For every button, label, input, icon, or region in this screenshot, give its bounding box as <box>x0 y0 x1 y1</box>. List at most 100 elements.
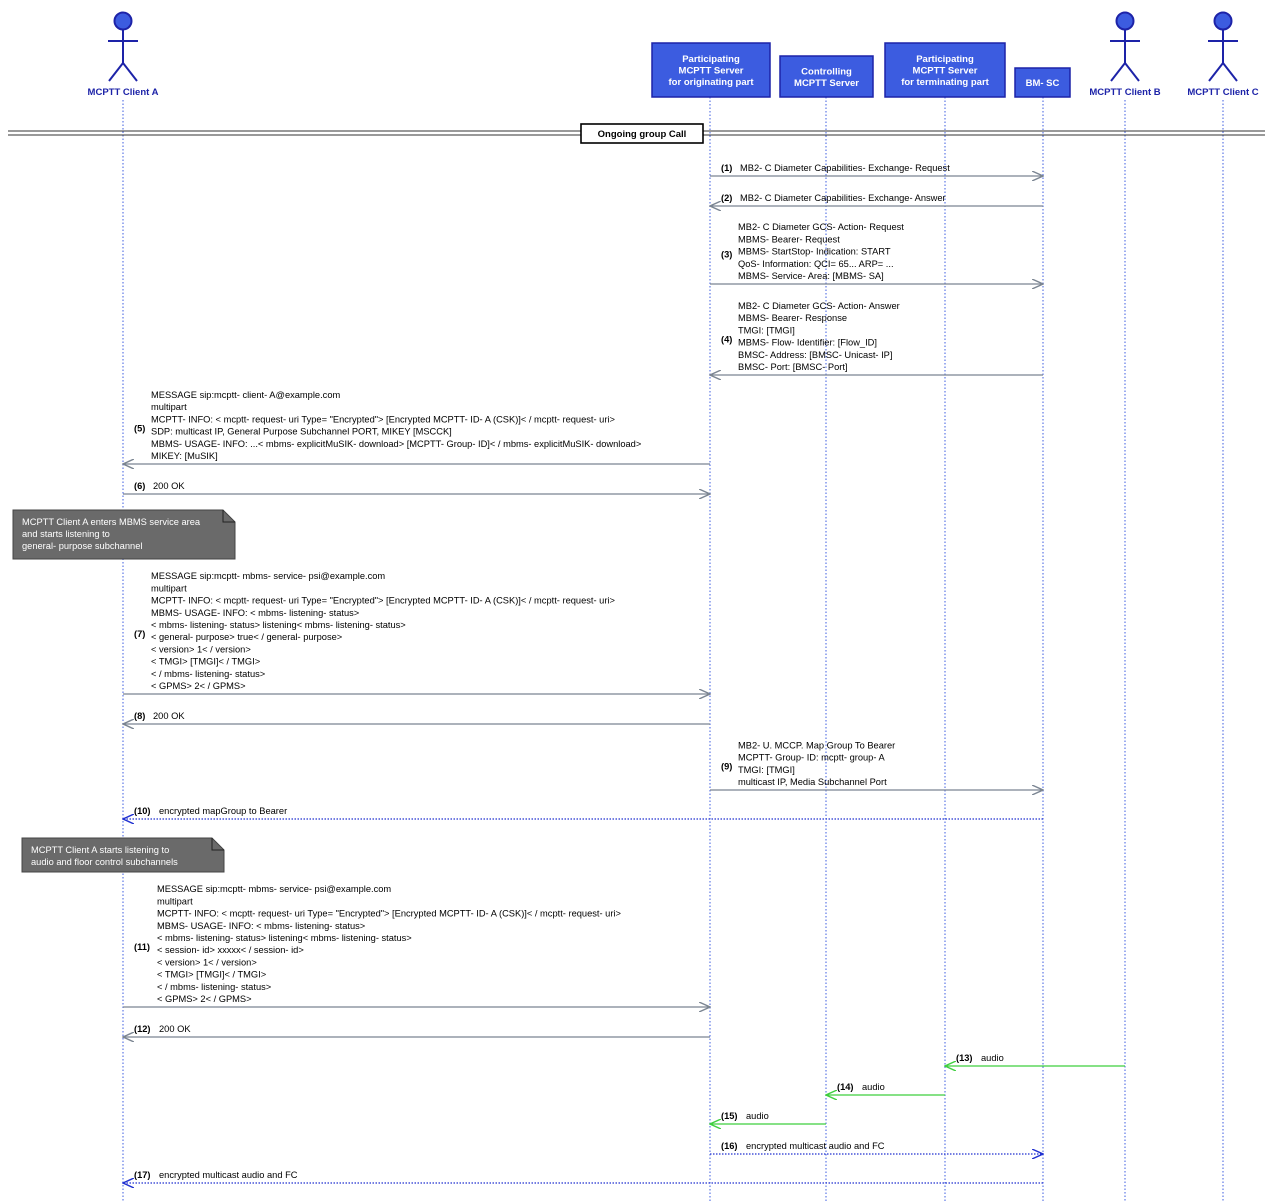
message-text: < GPMS> 2< / GPMS> <box>157 994 252 1004</box>
message-text: MB2- C Diameter GCS- Action- Request <box>738 222 904 232</box>
participant-label: for originating part <box>669 77 755 88</box>
message-14: (14)audio <box>826 1082 945 1095</box>
message-4: (4) MB2- C Diameter GCS- Action- AnswerMB… <box>710 301 1043 375</box>
actor-icon <box>1208 11 1238 82</box>
message-number: (6) <box>134 481 145 491</box>
participant-label: Participating <box>916 54 974 65</box>
message-text: MBMS- Bearer- Response <box>738 313 847 323</box>
message-number: (2) <box>721 193 732 203</box>
message-text: TMGI: [TMGI] <box>738 765 795 775</box>
participant-box <box>1014 67 1071 98</box>
message-number: (4) <box>721 335 732 345</box>
note-text: general- purpose subchannel <box>22 541 142 551</box>
participant-label: for terminating part <box>901 77 989 88</box>
message-text: TMGI: [TMGI] <box>738 325 795 335</box>
message-text: < mbms- listening- status> listening< mb… <box>157 933 412 943</box>
message-number: (13) <box>956 1053 973 1063</box>
message-number: (7) <box>134 629 145 639</box>
message-text: < TMGI> [TMGI]< / TMGI> <box>151 657 260 667</box>
participant-label: BM- SC <box>1026 78 1060 89</box>
message-number: (15) <box>721 1111 738 1121</box>
participant-label: MCPTT Server <box>679 66 744 77</box>
message-7: (7) MESSAGE sip:mcptt- mbms- service- psi… <box>123 571 710 694</box>
message-16: (16) encrypted multicast audio and FC <box>710 1141 1043 1154</box>
message-text: multipart <box>151 402 187 412</box>
participant-label: MCPTT Server <box>794 78 859 89</box>
message-number: (12) <box>134 1024 151 1034</box>
message-15: (15) audio <box>710 1111 826 1124</box>
message-text: MIKEY: [MuSIK] <box>151 451 218 461</box>
message-12: (12) 200 OK <box>123 1024 710 1037</box>
message-text: MBMS- Service- Area: [MBMS- SA] <box>738 271 884 281</box>
participant-clientB: MCPTT Client B <box>1089 11 1161 98</box>
separator-ongoing-group-call: Ongoing group Call <box>8 123 1265 144</box>
message-text: BMSC- Address: [BMSC- Unicast- IP] <box>738 350 892 360</box>
note: MCPTT Client A starts listening to audio… <box>21 837 225 873</box>
message-1: (1) MB2- C Diameter Capabilities- Exchang… <box>710 163 1043 176</box>
message-9: (9) MB2- U. MCCP. Map Group To Bearer MCP… <box>710 740 1043 790</box>
participant-label: Controlling <box>801 66 852 77</box>
message-text: audio <box>862 1082 885 1092</box>
message-text: < session- id> xxxxx< / session- id> <box>157 945 304 955</box>
participant-label: MCPTT Client B <box>1089 87 1160 98</box>
message-text: < GPMS> 2< / GPMS> <box>151 681 246 691</box>
message-number: (11) <box>134 942 150 952</box>
message-number: (16) <box>721 1141 738 1151</box>
message-text: < general- purpose> true< / general- pur… <box>151 632 342 642</box>
message-text: BMSC- Port: [BMSC- Port] <box>738 362 848 372</box>
actor-icon <box>108 11 138 82</box>
message-text: audio <box>746 1111 769 1121</box>
message-text: MB2- C Diameter Capabilities- Exchange- … <box>740 193 946 203</box>
message-13: (13) audio <box>945 1053 1125 1066</box>
message-text: 200 OK <box>153 711 185 721</box>
message-text: multicast IP, Media Subchannel Port <box>738 777 887 787</box>
message-text: MESSAGE sip:mcptt- mbms- service- psi@ex… <box>157 884 391 894</box>
message-text: < / mbms- listening- status> <box>157 982 271 992</box>
message-text: MBMS- StartStop- Indication: START <box>738 247 891 257</box>
message-text: 200 OK <box>159 1024 191 1034</box>
note: MCPTT Client A enters MBMS service area … <box>12 509 236 560</box>
message-8: (8) 200 OK <box>123 711 710 724</box>
message-text: MBMS- Flow- Identifier: [Flow_ID] <box>738 338 877 348</box>
participant-label: Participating <box>682 54 740 65</box>
actor-icon <box>1110 11 1140 82</box>
message-text: audio <box>981 1053 1004 1063</box>
message-5: (5)MESSAGE sip:mcptt- client- A@example.… <box>123 390 710 464</box>
message-text: multipart <box>151 583 187 593</box>
message-10: (10) encrypted mapGroup to Bearer <box>123 806 1043 819</box>
message-number: (17) <box>134 1170 151 1180</box>
message-text: MCPTT- INFO: < mcptt- request- uri Type=… <box>157 909 621 919</box>
message-number: (8) <box>134 711 145 721</box>
message-17: (17) encrypted multicast audio and FC <box>123 1170 1043 1183</box>
message-text: encrypted mapGroup to Bearer <box>159 806 287 816</box>
message-text: MCPTT- Group- ID: mcptt- group- A <box>738 753 886 763</box>
participant-label: MCPTT Server <box>913 66 978 77</box>
message-6: (6) 200 OK <box>123 481 710 494</box>
message-2: (2) MB2- C Diameter Capabilities- Exchang… <box>710 193 1043 206</box>
note-text: audio and floor control subchannels <box>31 857 178 867</box>
message-text: MBMS- USAGE- INFO: < mbms- listening- st… <box>157 921 365 931</box>
participant-label: MCPTT Client A <box>88 87 159 98</box>
message-text: MB2- C Diameter Capabilities- Exchange- … <box>740 163 950 173</box>
message-text: MB2- C Diameter GCS- Action- Answer <box>738 301 900 311</box>
message-3: (3)MB2- C Diameter GCS- Action- RequestM… <box>710 222 1043 284</box>
message-text: encrypted multicast audio and FC <box>746 1141 885 1151</box>
message-text: 200 OK <box>153 481 185 491</box>
message-text: < TMGI> [TMGI]< / TMGI> <box>157 970 266 980</box>
message-text: MESSAGE sip:mcptt- mbms- service- psi@ex… <box>151 571 385 581</box>
participant-box <box>651 42 771 98</box>
message-number: (1) <box>721 163 732 173</box>
message-text: encrypted multicast audio and FC <box>159 1170 298 1180</box>
separator-label: Ongoing group Call <box>598 129 687 140</box>
message-text: MCPTT- INFO: < mcptt- request- uri Type=… <box>151 596 615 606</box>
message-number: (9) <box>721 762 732 772</box>
message-text: MESSAGE sip:mcptt- client- A@example.com <box>151 390 340 400</box>
message-text: MCPTT- INFO: < mcptt- request- uri Type=… <box>151 414 615 424</box>
note-text: and starts listening to <box>22 529 110 539</box>
message-text: MB2- U. MCCP. Map Group To Bearer <box>738 740 895 750</box>
message-number: (10) <box>134 806 151 816</box>
